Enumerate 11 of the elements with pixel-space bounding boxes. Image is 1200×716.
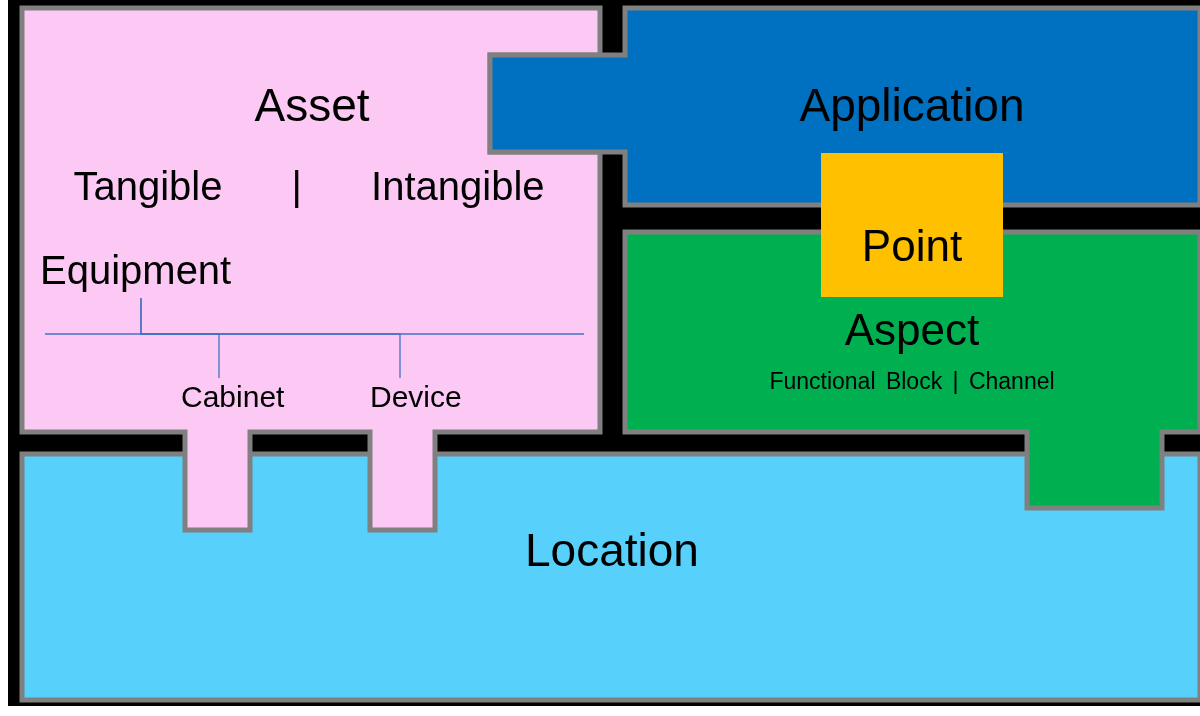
tree-label: Device [370,380,462,415]
tree-label: Equipment [40,247,232,293]
node-title: Aspect [844,305,980,355]
node-subtitle: Tangible | Intangible [73,164,545,208]
tree-label: Cabinet [181,380,285,415]
node-title: Location [525,524,699,576]
node-title: Asset [254,79,370,131]
tree-connector [140,297,401,379]
node-title: Point [861,221,963,271]
node-title: Application [799,79,1025,131]
node-subtitle: Functional Block | Channel [769,369,1055,395]
